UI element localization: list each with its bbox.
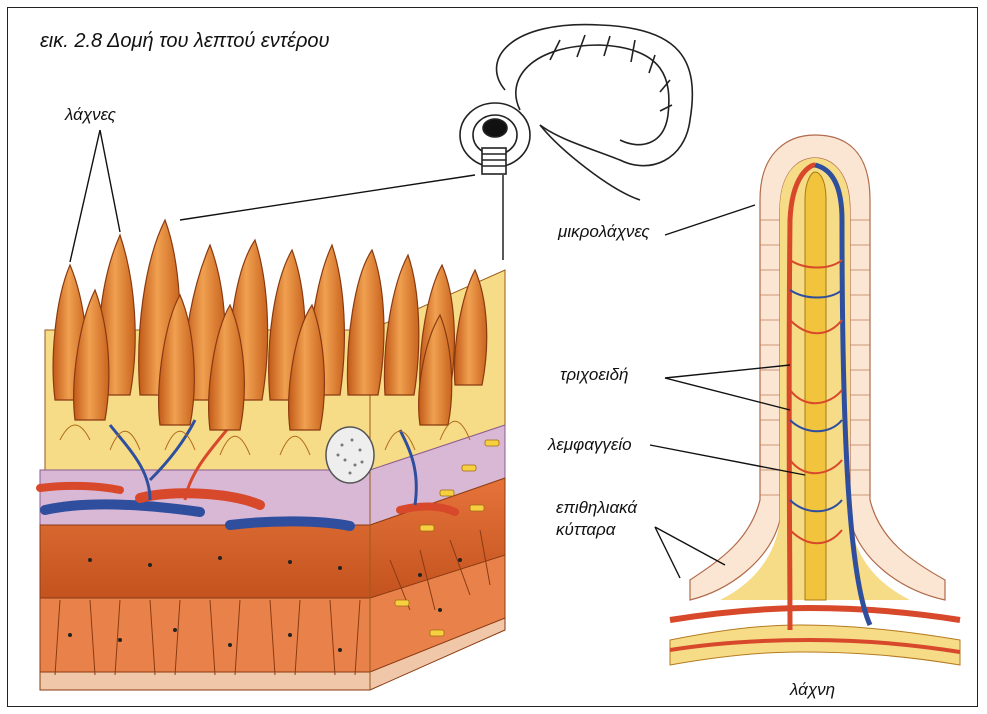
label-epithelial-line1: επιθηλιακά <box>556 498 637 518</box>
label-epithelial-line2: κύτταρα <box>556 520 615 540</box>
label-villi: λάχνες <box>65 105 116 125</box>
leader-epithelial-1 <box>655 527 680 578</box>
zoom-line-left <box>180 175 475 220</box>
intestine-tube-sketch <box>460 25 692 200</box>
single-villus-illustration <box>670 135 960 665</box>
label-capillaries: τριχοειδή <box>560 365 628 385</box>
leader-microvilli <box>665 205 755 235</box>
intestine-wall-block <box>40 220 505 690</box>
leader-villi-2 <box>100 130 120 232</box>
leader-epithelial-2 <box>655 527 725 565</box>
label-microvilli: μικρολάχνες <box>558 222 650 242</box>
label-lacteal: λεμφαγγείο <box>548 435 632 455</box>
label-single-villus: λάχνη <box>790 680 835 700</box>
leader-villi-1 <box>70 130 100 262</box>
